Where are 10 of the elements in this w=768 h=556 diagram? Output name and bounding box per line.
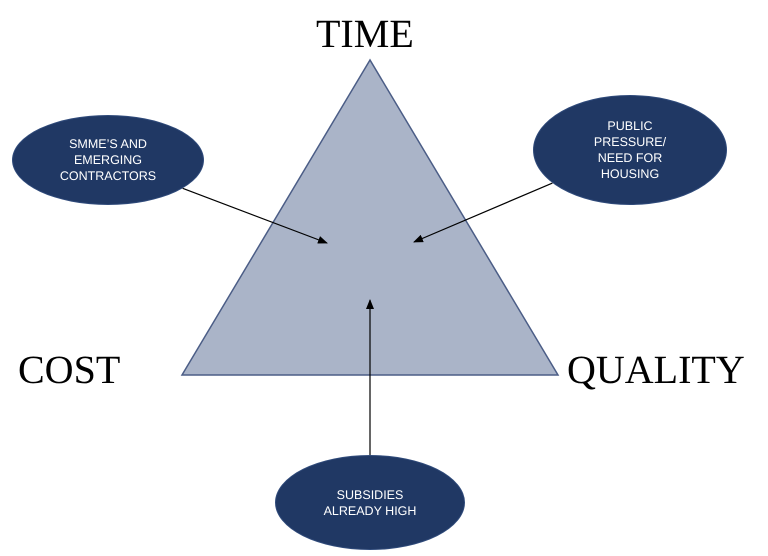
corner-label: COST (18, 348, 120, 392)
arrow (413, 182, 553, 243)
arrow (366, 299, 374, 455)
corner-label: QUALITY (567, 348, 745, 392)
oval-label: PUBLIC PRESSURE/ NEED FOR HOUSING (533, 95, 727, 205)
corner-label: TIME (316, 12, 414, 56)
oval-label: SMME’S AND EMERGING CONTRACTORS (12, 115, 204, 205)
oval-label: SUBSIDIES ALREADY HIGH (275, 455, 465, 550)
triangle-shape (180, 58, 560, 378)
arrow (182, 188, 328, 244)
